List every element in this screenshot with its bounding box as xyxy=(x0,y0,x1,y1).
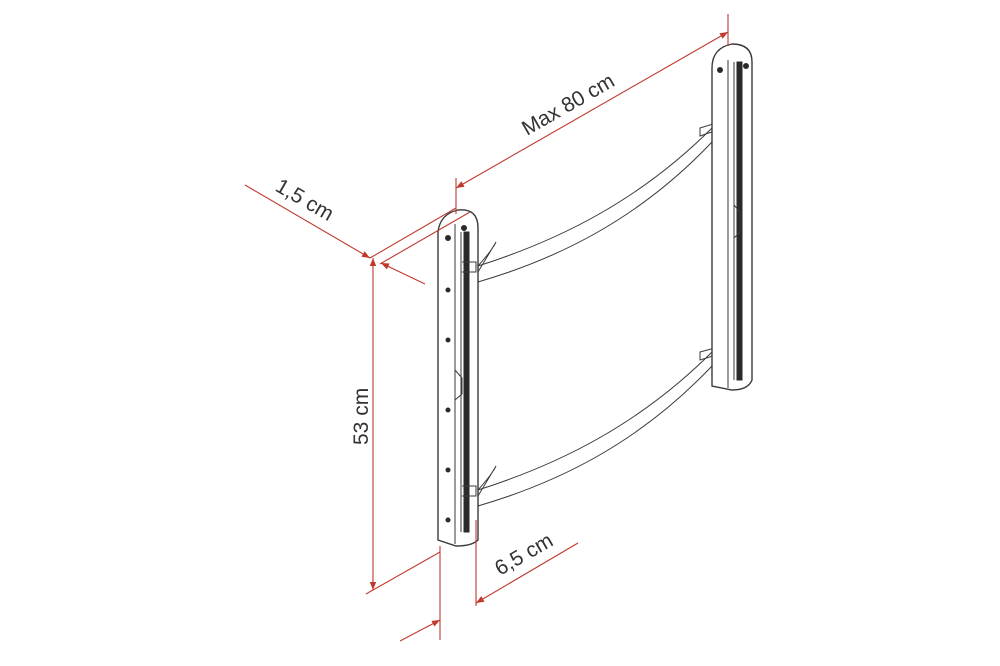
right-rail xyxy=(711,43,753,391)
straps xyxy=(477,111,753,507)
dimension-max-width: Max 80 cm xyxy=(455,14,729,214)
upper-strap-tab xyxy=(477,241,497,273)
thickness-label: 1,5 cm xyxy=(272,174,338,225)
lower-strap-bottom-edge xyxy=(477,365,713,507)
lower-strap-top-edge xyxy=(477,351,713,491)
dimension-depth: 6,5 cm xyxy=(399,520,579,642)
upper-strap-bottom-edge xyxy=(477,141,713,283)
dimension-thickness: 1,5 cm xyxy=(244,174,471,285)
lower-strap-tab xyxy=(477,465,497,497)
upper-strap-top-edge xyxy=(477,127,713,267)
dimension-height: 53 cm xyxy=(350,258,441,595)
left-rail xyxy=(437,209,479,547)
max-width-label: Max 80 cm xyxy=(518,69,619,140)
height-label: 53 cm xyxy=(350,388,373,445)
depth-label: 6,5 cm xyxy=(491,529,557,580)
